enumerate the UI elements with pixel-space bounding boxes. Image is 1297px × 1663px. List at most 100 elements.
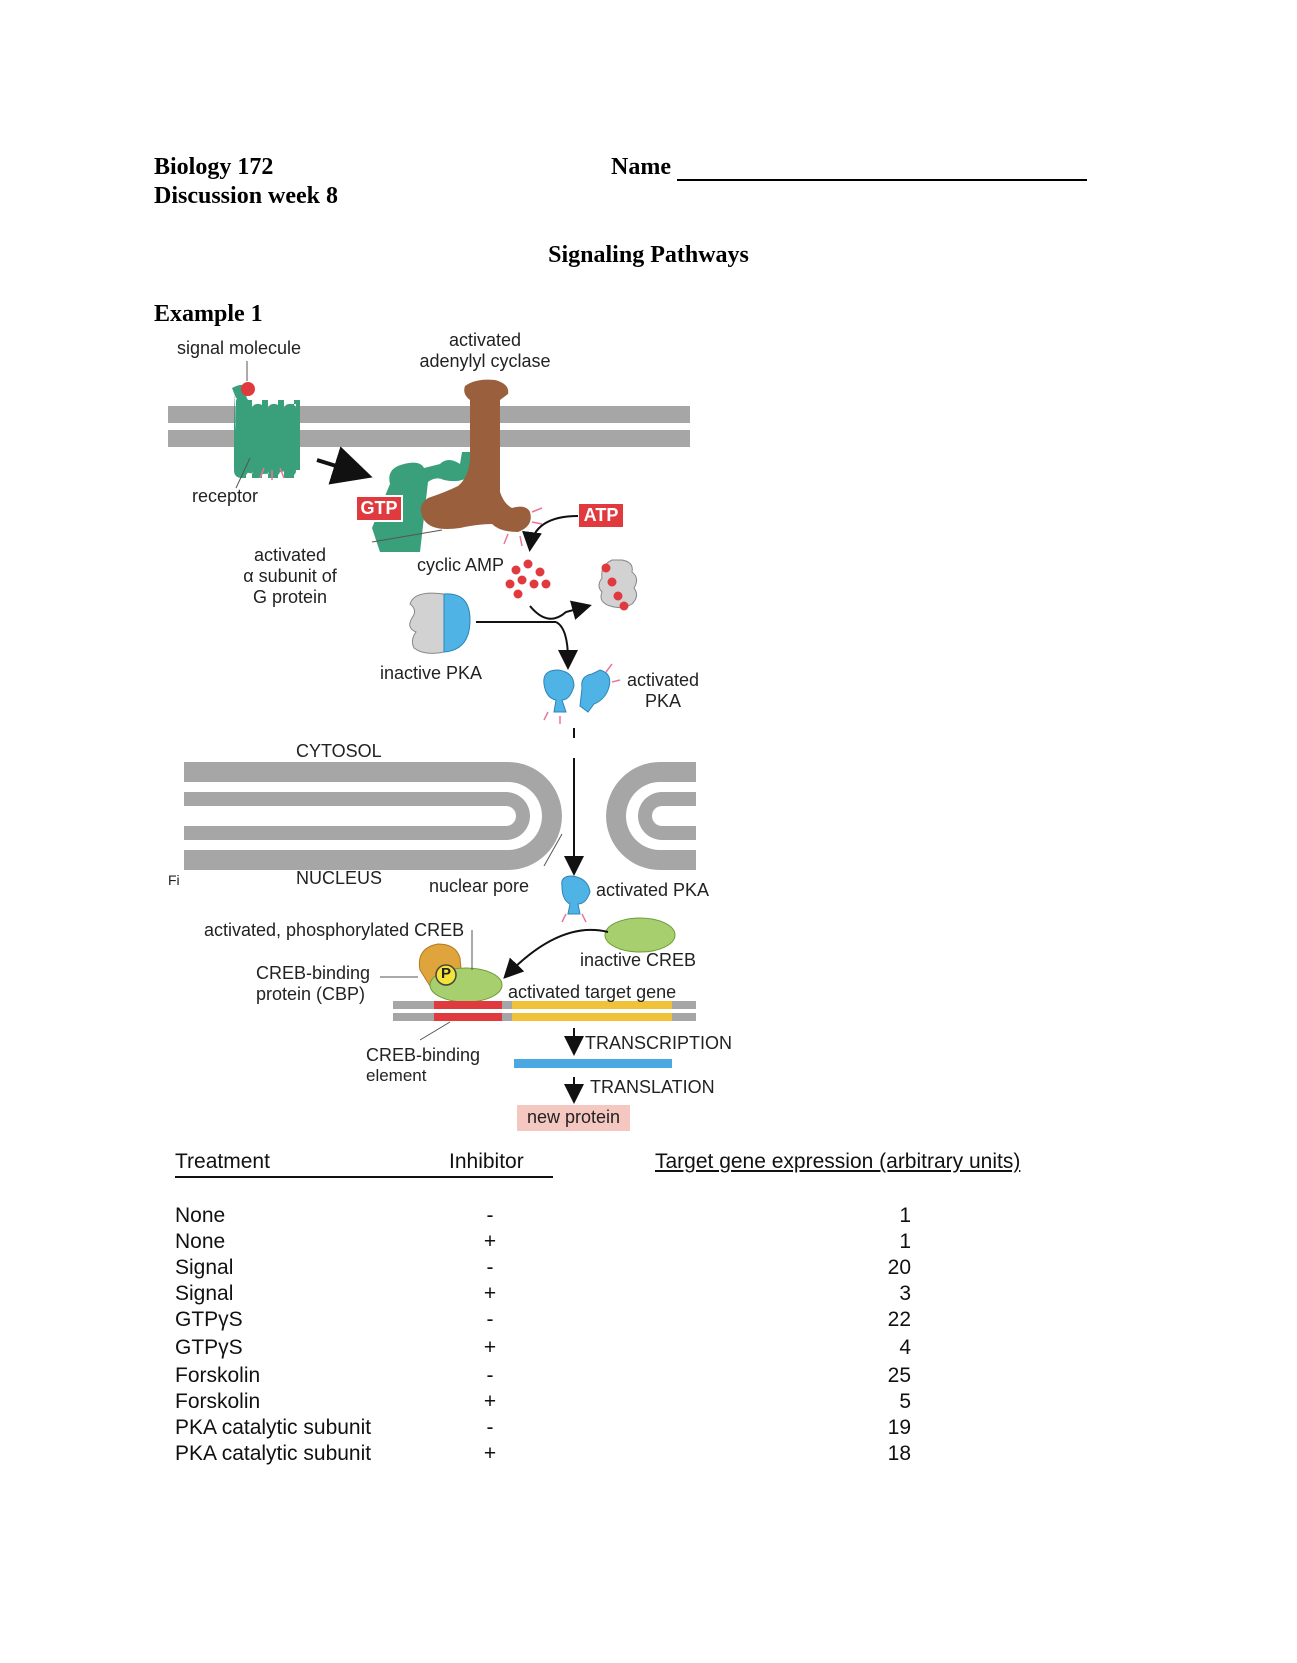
cell-expression: 3 [899, 1282, 911, 1305]
page-title: Signaling Pathways [548, 242, 749, 268]
cell-treatment: PKA catalytic subunit [175, 1416, 372, 1439]
cytosol-label: CYTOSOL [296, 741, 382, 761]
adenylyl-cyclase-label: adenylyl cyclase [419, 351, 551, 371]
activated-label: activated [448, 330, 522, 350]
creb-binding-element-label-2: element [366, 1066, 427, 1085]
g-alpha-label-2: α subunit of [243, 566, 337, 586]
table-row: Signal - 20 [175, 1256, 1075, 1282]
cbp-label-2: protein (CBP) [256, 984, 366, 1004]
header-expression: Target gene expression (arbitrary units) [655, 1150, 1021, 1173]
cell-treatment: None [175, 1230, 226, 1253]
cell-inhibitor: - [486, 1308, 494, 1331]
new-protein-box [517, 1105, 630, 1131]
cell-treatment: Signal [175, 1256, 234, 1279]
nuclear-envelope [184, 762, 696, 870]
nuclear-pore-label: nuclear pore [429, 876, 530, 896]
cell-expression: 22 [887, 1308, 911, 1331]
course-title: Biology 172 [154, 154, 274, 180]
cell-expression: 1 [899, 1230, 911, 1253]
table-row: Signal + 3 [175, 1282, 1075, 1308]
results-table: Treatment Inhibitor Target gene expressi… [175, 1150, 1055, 1480]
phosphate-label: P [440, 965, 451, 982]
table-row: Forskolin - 25 [175, 1364, 1075, 1390]
g-protein-alpha-icon [372, 452, 472, 552]
cell-treatment: Signal [175, 1282, 234, 1305]
cell-inhibitor: - [486, 1204, 494, 1227]
cell-treatment: None [175, 1204, 226, 1227]
cell-inhibitor: + [483, 1282, 497, 1305]
table-row: Forskolin + 5 [175, 1390, 1075, 1416]
signal-molecule-icon [241, 382, 255, 396]
table-row: GTPγS + 4 [175, 1336, 1075, 1362]
regulatory-subunit-icon [598, 559, 638, 611]
cell-expression: 5 [899, 1390, 911, 1413]
nuclear-activated-pka-icon [561, 875, 591, 915]
cell-expression: 20 [887, 1256, 911, 1279]
cell-inhibitor: + [483, 1442, 497, 1465]
signaling-pathway-diagram [168, 361, 696, 1131]
cell-treatment: GTPγS [175, 1308, 243, 1331]
activation-arrow [316, 446, 373, 485]
atp-label: ATP [583, 505, 619, 525]
cell-inhibitor: - [486, 1364, 494, 1387]
nuclear-activated-pka-label: activated PKA [596, 880, 710, 900]
table-row: None - 1 [175, 1204, 1075, 1230]
header-rule [175, 1176, 553, 1178]
header-treatment: Treatment [175, 1150, 270, 1173]
cell-inhibitor: + [483, 1336, 497, 1359]
activation-sparks [259, 467, 543, 547]
g-alpha-label-1: activated [253, 545, 327, 565]
name-blank-line[interactable] [676, 157, 1087, 181]
cell-expression: 19 [887, 1416, 911, 1439]
cyclic-amp-icon [505, 559, 551, 599]
phosphate-icon [435, 964, 457, 986]
cell-inhibitor: - [486, 1256, 494, 1279]
cell-treatment: PKA catalytic subunit [175, 1442, 372, 1465]
cell-treatment: Forskolin [175, 1390, 261, 1413]
name-field[interactable]: Name [611, 154, 1087, 181]
table-row: PKA catalytic subunit - 19 [175, 1416, 1075, 1442]
cell-inhibitor: - [486, 1416, 494, 1439]
header-inhibitor: Inhibitor [449, 1150, 524, 1173]
creb-binding-element-label-1: CREB-binding [366, 1045, 481, 1065]
cell-inhibitor: + [483, 1390, 497, 1413]
activated-pka-icon [543, 669, 611, 713]
table-row: PKA catalytic subunit + 18 [175, 1442, 1075, 1468]
adenylyl-cyclase-icon [420, 379, 531, 532]
cell-inhibitor: + [483, 1230, 497, 1253]
cell-expression: 4 [899, 1336, 911, 1359]
name-label: Name [611, 154, 671, 180]
inactive-creb-icon [604, 917, 676, 953]
gtp-tag [355, 495, 403, 522]
cell-expression: 1 [899, 1204, 911, 1227]
inactive-creb-label: inactive CREB [580, 950, 697, 970]
mrna-bar [514, 1059, 672, 1068]
gtp-label: GTP [360, 498, 398, 518]
cell-expression: 25 [887, 1364, 911, 1387]
table-row: None + 1 [175, 1230, 1075, 1256]
example-heading: Example 1 [154, 301, 263, 327]
new-protein-label: new protein [526, 1107, 621, 1127]
dna-strand [393, 1001, 696, 1021]
cell-expression: 18 [887, 1442, 911, 1465]
cyclic-amp-label: cyclic AMP [417, 555, 505, 575]
target-gene-label: activated target gene [508, 982, 677, 1002]
signal-molecule-label: signal molecule [177, 338, 302, 358]
cbp-label-1: CREB-binding [256, 963, 371, 983]
phosphorylated-creb-label: activated, phosphorylated CREB [204, 920, 465, 940]
cell-treatment: GTPγS [175, 1336, 243, 1359]
table-row: GTPγS - 22 [175, 1308, 1075, 1334]
fi-label: Fi [168, 872, 180, 888]
g-alpha-label-3: G protein [252, 587, 328, 607]
nucleus-label: NUCLEUS [296, 868, 383, 888]
discussion-week: Discussion week 8 [154, 183, 339, 209]
activated-pka-label-1: activated [626, 670, 700, 690]
receptor-label: receptor [192, 486, 259, 506]
transcription-label: TRANSCRIPTION [585, 1033, 733, 1053]
activated-pka-label-2: PKA [644, 691, 682, 711]
inactive-pka-icon [409, 592, 471, 654]
cell-treatment: Forskolin [175, 1364, 261, 1387]
translation-label: TRANSLATION [590, 1077, 715, 1097]
receptor-icon [232, 384, 300, 478]
